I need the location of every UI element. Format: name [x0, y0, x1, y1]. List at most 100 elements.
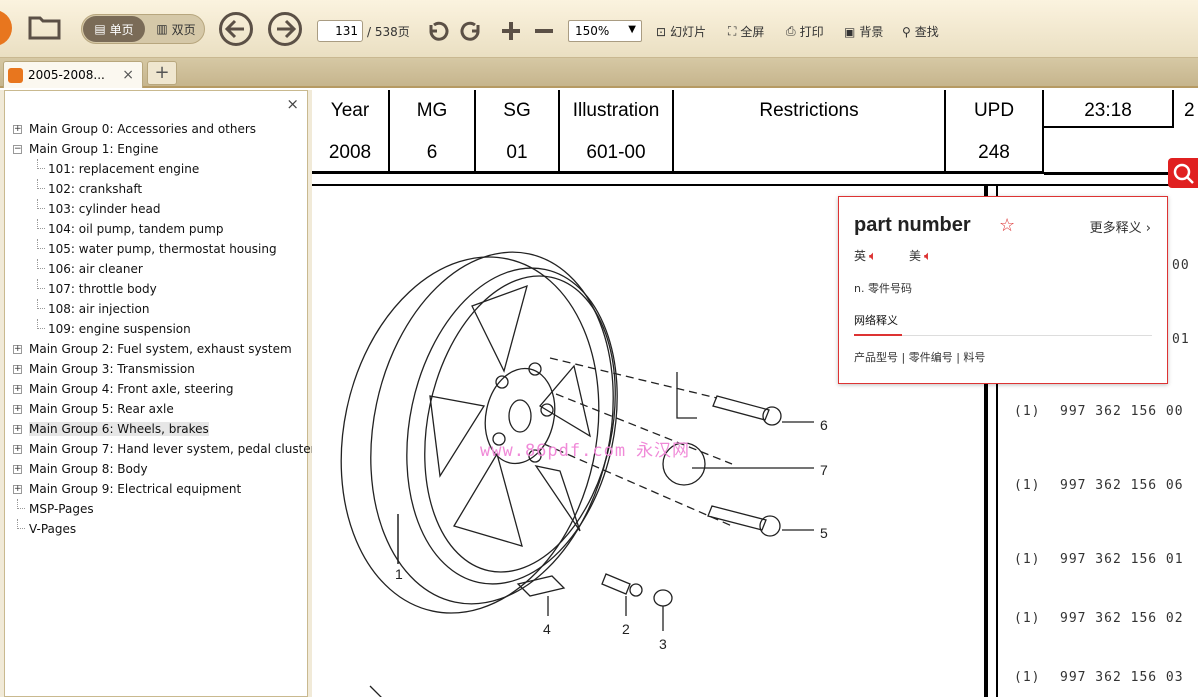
callout-7: 7: [820, 462, 828, 478]
expand-icon[interactable]: +: [13, 364, 22, 374]
expand-icon[interactable]: +: [13, 344, 22, 354]
double-page-button[interactable]: ▥双页: [156, 22, 196, 37]
part-number: 01: [1172, 332, 1190, 347]
tree-group-item[interactable]: V-Pages: [5, 519, 309, 539]
tree-child-item[interactable]: 102: crankshaft: [5, 179, 309, 199]
tree-child-item[interactable]: 106: air cleaner: [5, 259, 309, 279]
rotate-right-icon[interactable]: [460, 19, 484, 47]
chevron-down-icon: ▼: [628, 24, 636, 35]
chevron-right-icon: ›: [1145, 221, 1151, 236]
tree-connector: [37, 279, 45, 289]
tree-item-label: 109: engine suspension: [48, 322, 191, 336]
callout-6: 6: [820, 417, 828, 433]
tree-group-item[interactable]: −Main Group 1: Engine: [5, 139, 309, 159]
tree-item-label: Main Group 0: Accessories and others: [29, 122, 257, 136]
sg-cell: SG 01: [476, 90, 560, 171]
tree-child-item[interactable]: 101: replacement engine: [5, 159, 309, 179]
zoom-select[interactable]: 150% ▼: [568, 20, 642, 42]
tree-connector: [37, 199, 45, 209]
callout-5: 5: [820, 525, 828, 541]
tree-child-item[interactable]: 108: air injection: [5, 299, 309, 319]
mg-cell: MG 6: [390, 90, 476, 171]
tree-item-label: 106: air cleaner: [48, 262, 143, 276]
tree-item-label: MSP-Pages: [29, 502, 94, 516]
tree-connector: [37, 319, 45, 329]
new-tab-button[interactable]: +: [147, 61, 177, 85]
tree-group-item[interactable]: +Main Group 7: Hand lever system, pedal …: [5, 439, 316, 459]
tree-item-label: Main Group 5: Rear axle: [29, 402, 174, 416]
tree-group-item[interactable]: + Main Group 9: Electrical equipment: [5, 479, 309, 499]
document-tab[interactable]: 2005-2008... ×: [3, 61, 143, 88]
tree-item-label: 102: crankshaft: [48, 182, 143, 196]
background-button[interactable]: ▣背景: [844, 24, 884, 40]
next-page-button[interactable]: [268, 12, 302, 46]
tree-child-item[interactable]: 103: cylinder head: [5, 199, 309, 219]
slideshow-button[interactable]: ⊡幻灯片: [656, 24, 707, 40]
callout-2: 2: [622, 621, 630, 637]
tree-item-label: Main Group 9: Electrical equipment: [29, 482, 242, 496]
speaker-icon[interactable]: 🔈︎: [924, 249, 932, 264]
tree-group-item[interactable]: +Main Group 3: Transmission: [5, 359, 309, 379]
web-definition-text: 产品型号 | 零件编号 | 料号: [854, 351, 986, 364]
single-page-button[interactable]: ▤单页: [83, 16, 145, 42]
tree-child-item[interactable]: 109: engine suspension: [5, 319, 309, 339]
bookmarks-panel: × +Main Group 0: Accessories and others−…: [4, 90, 316, 697]
tree-child-item[interactable]: 105: water pump, thermostat housing: [5, 239, 309, 259]
previous-page-button[interactable]: [219, 12, 253, 46]
tree-group-item[interactable]: + Main Group 0: Accessories and others: [5, 119, 309, 139]
tree-connector: [37, 259, 45, 269]
close-tab-icon[interactable]: ×: [122, 67, 134, 83]
zoom-in-icon[interactable]: [500, 20, 522, 46]
more-definitions-link[interactable]: 更多释义 ›: [1089, 221, 1151, 236]
print-button[interactable]: ⎙打印: [786, 24, 824, 39]
tree-child-item[interactable]: 104: oil pump, tandem pump: [5, 219, 309, 239]
dictionary-search-button[interactable]: [1168, 158, 1198, 188]
tree-group-item[interactable]: +Main Group 4: Front axle, steering: [5, 379, 309, 399]
close-sidebar-icon[interactable]: ×: [286, 95, 299, 113]
uk-pronunciation[interactable]: 英🔈︎: [854, 249, 877, 264]
lookup-word: part number: [854, 214, 971, 236]
tree-group-item[interactable]: + Main Group 5: Rear axle: [5, 399, 309, 419]
tree-item-label: V-Pages: [29, 522, 77, 536]
tree-item-label: 107: throttle body: [48, 282, 157, 296]
fullscreen-button[interactable]: ⛶全屏: [728, 24, 765, 39]
find-button[interactable]: ⚲查找: [902, 24, 939, 40]
part-number: 997 362 156 00: [1060, 404, 1184, 419]
favorite-star-icon[interactable]: ☆: [999, 215, 1016, 236]
web-definition-tab[interactable]: 网络释义: [854, 314, 898, 327]
expand-icon[interactable]: +: [13, 384, 22, 394]
parts-row: (1)997 362 156 02: [1014, 611, 1184, 626]
search-icon: ⚲: [902, 24, 911, 39]
zoom-out-icon[interactable]: [533, 20, 555, 46]
expand-icon[interactable]: +: [13, 424, 22, 434]
tree-group-item[interactable]: MSP-Pages: [5, 499, 309, 519]
tree-item-label: 108: air injection: [48, 302, 150, 316]
background-icon: ▣: [844, 24, 856, 39]
tree-group-item[interactable]: +Main Group 6: Wheels, brakes: [5, 419, 309, 439]
view-mode-toggle: ▤单页 ▥双页: [81, 14, 205, 44]
tree-connector: [37, 159, 45, 169]
collapse-icon[interactable]: −: [13, 144, 22, 154]
speaker-icon[interactable]: 🔈︎: [869, 249, 877, 264]
tree-group-item[interactable]: +Main Group 2: Fuel system, exhaust syst…: [5, 339, 309, 359]
expand-icon[interactable]: +: [13, 464, 22, 474]
expand-icon[interactable]: +: [13, 404, 22, 414]
printer-icon: ⎙: [786, 24, 796, 38]
rotate-left-icon[interactable]: [425, 19, 449, 47]
expand-icon[interactable]: +: [13, 124, 22, 134]
expand-icon[interactable]: +: [13, 444, 22, 454]
tree-child-item[interactable]: 107: throttle body: [5, 279, 309, 299]
us-pronunciation[interactable]: 美🔈︎: [909, 249, 932, 264]
part-number: 997 362 156 02: [1060, 611, 1184, 626]
part-number: 997 362 156 01: [1060, 552, 1184, 567]
parts-row: (1)997 362 156 01: [1014, 552, 1184, 567]
single-page-icon: ▤: [94, 22, 106, 36]
folder-icon[interactable]: [28, 14, 62, 40]
page-number-input[interactable]: 131: [317, 20, 363, 42]
tree-group-item[interactable]: +Main Group 8: Body: [5, 459, 309, 479]
part-quantity: (1): [1014, 670, 1041, 685]
expand-icon[interactable]: +: [13, 484, 22, 494]
arrow-right-icon: [277, 19, 297, 39]
